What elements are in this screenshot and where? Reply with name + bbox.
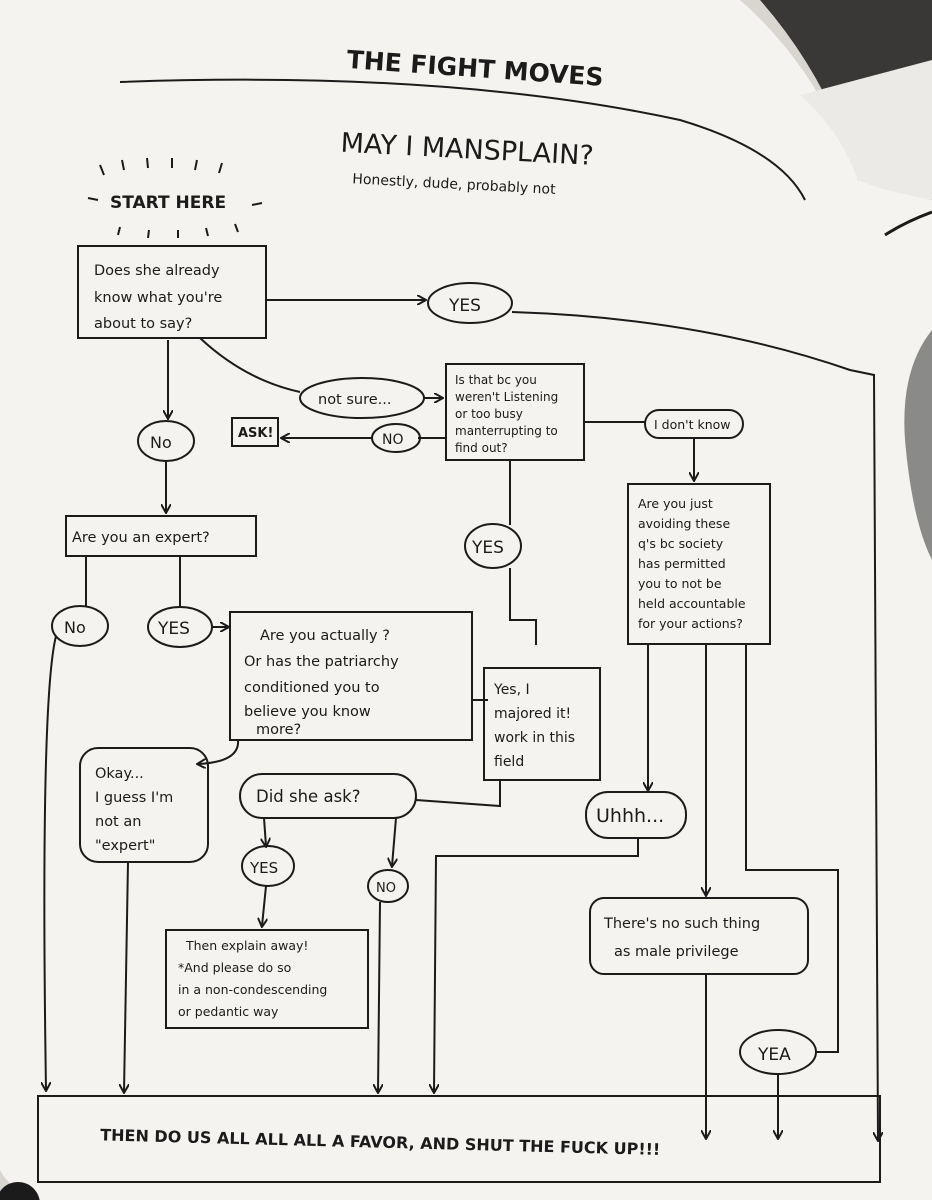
q-avoiding-line-5: you to not be	[638, 576, 722, 591]
arrow-no-expert-to-final	[44, 635, 57, 1090]
no-left-label: No	[150, 433, 172, 452]
explain-line-3: in a non-condescending	[178, 982, 327, 997]
yes-top-label: YES	[448, 296, 481, 316]
privilege-line-2: as male privilege	[614, 944, 739, 960]
arrow-to-no-ask2	[392, 817, 396, 866]
q-actually-line-2: Or has the patriarchy	[244, 654, 399, 670]
oval-no-ask2	[367, 869, 409, 903]
line-yes-mid-down	[509, 568, 537, 645]
ask-label: ASK!	[238, 426, 273, 441]
q-knows-line-1: Does she already	[94, 263, 220, 279]
q-knows-line-3: about to say?	[94, 316, 192, 332]
line-yes-top-to-final	[511, 311, 878, 1140]
okay-line-1: Okay...	[95, 766, 144, 782]
box-did-she-ask	[239, 773, 417, 819]
oval-yes-ask	[241, 845, 295, 887]
no-expert-label: No	[64, 618, 86, 637]
start-here-badge: START HERE	[87, 157, 263, 239]
q-actually-line-4: believe you know	[244, 704, 371, 720]
box-listening	[445, 363, 585, 461]
q-avoiding-line-3: q's bc society	[638, 536, 724, 551]
q-actually-line-1: Are you actually ?	[260, 628, 390, 644]
arrow-actually-to-okay	[198, 739, 240, 764]
explain-line-1: Then explain away!	[185, 938, 308, 953]
line-avoiding-to-yea	[745, 644, 839, 1053]
arrow-to-yes-ask	[264, 817, 266, 846]
no-ask-label: NO	[382, 432, 404, 448]
arrow-yes-ask-to-explain	[262, 885, 266, 926]
box-avoiding	[627, 483, 771, 645]
yes-mid-label: YES	[471, 538, 504, 558]
q-listening-line-5: find out?	[455, 441, 508, 455]
right-blot	[904, 330, 932, 560]
q-listening-line-1: Is that bc you	[455, 373, 537, 387]
q-actually-line-5: more?	[256, 722, 301, 738]
uhhh-label: Uhhh...	[596, 805, 664, 827]
arrow-okay-to-final	[124, 861, 128, 1092]
majored-line-2: majored it!	[494, 706, 571, 722]
q-listening-line-2: weren't Listening	[455, 390, 558, 404]
box-expert	[65, 515, 257, 557]
q-avoiding-line-4: has permitted	[638, 556, 726, 571]
yes-expert-label: YES	[157, 619, 190, 639]
box-okay	[79, 747, 209, 863]
q-avoiding-line-7: for your actions?	[638, 616, 743, 631]
box-does-she-know	[77, 245, 267, 339]
header-rule	[119, 78, 806, 201]
q-listening-line-4: manterrupting to	[455, 424, 558, 438]
box-ask	[231, 417, 279, 447]
start-here-label: START HERE	[110, 193, 226, 213]
yes-ask-label: YES	[249, 859, 278, 877]
arrow-no-ask2-to-final	[378, 901, 380, 1092]
okay-line-2: I guess I'm	[95, 790, 173, 806]
box-majored	[483, 667, 601, 781]
line-to-not-sure	[199, 337, 301, 393]
q-ask-label: Did she ask?	[256, 787, 360, 806]
box-privilege	[589, 897, 809, 975]
privilege-line-1: There's no such thing	[603, 916, 760, 932]
q-knows-line-2: know what you're	[94, 290, 222, 306]
start-rays	[87, 157, 263, 239]
q-actually-line-3: conditioned you to	[244, 680, 380, 696]
okay-line-3: not an	[95, 814, 141, 830]
not-sure-label: not sure...	[318, 392, 392, 408]
q-avoiding-line-6: held accountable	[638, 596, 746, 611]
okay-line-4: "expert"	[95, 838, 155, 854]
q-avoiding-line-1: Are you just	[638, 496, 713, 511]
oval-no-expert	[51, 605, 109, 647]
dont-know-label: I don't know	[654, 417, 731, 432]
box-actually	[229, 611, 473, 741]
box-final	[37, 1095, 881, 1183]
box-explain	[165, 929, 369, 1029]
majored-line-3: work in this	[494, 730, 575, 746]
q-listening-line-3: or too busy	[455, 407, 523, 421]
explain-line-2: *And please do so	[178, 960, 291, 975]
right-sketch-mark	[884, 210, 932, 237]
explain-line-4: or pedantic way	[178, 1004, 279, 1019]
no-ask2-label: NO	[376, 881, 396, 896]
q-avoiding-line-2: avoiding these	[638, 516, 730, 531]
corner-blot	[0, 1182, 40, 1200]
line-majored-to-ask	[415, 780, 501, 808]
oval-yes-top	[427, 282, 513, 324]
oval-yes-mid	[464, 523, 522, 569]
majored-line-1: Yes, I	[493, 682, 530, 698]
box-uhhh	[585, 791, 687, 839]
arrow-uhhh-to-final	[434, 838, 639, 1092]
yea-label: YEA	[757, 1045, 791, 1065]
majored-line-4: field	[494, 754, 524, 770]
next-page-edge	[800, 60, 932, 200]
q-expert-label: Are you an expert?	[72, 530, 210, 546]
